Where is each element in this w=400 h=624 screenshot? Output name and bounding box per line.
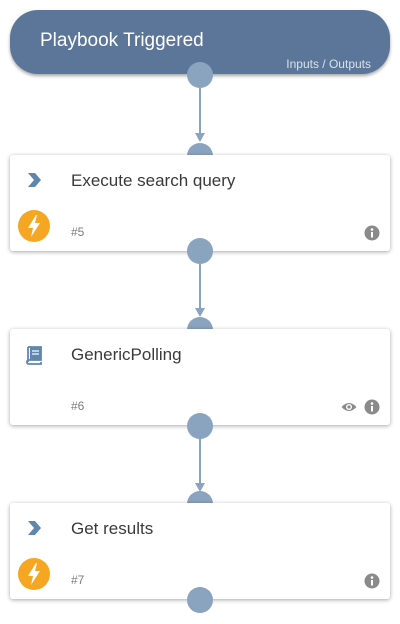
connector-arrow xyxy=(195,483,205,492)
task-number: #7 xyxy=(71,573,85,587)
output-port[interactable] xyxy=(187,238,213,264)
connector-arrow xyxy=(195,308,205,317)
task-card-get-results[interactable]: Get results #7 xyxy=(10,503,390,599)
connector-line xyxy=(199,88,201,136)
connector-arrow xyxy=(195,133,205,142)
inputs-outputs-link[interactable]: Inputs / Outputs xyxy=(286,57,371,71)
task-number: #6 xyxy=(71,399,85,413)
lightning-icon xyxy=(18,210,50,242)
task-name: Get results xyxy=(71,519,154,538)
task-name: Execute search query xyxy=(71,171,236,190)
connector-line xyxy=(199,439,201,486)
output-port[interactable] xyxy=(187,62,213,88)
lightning-icon xyxy=(18,558,50,590)
task-number: #5 xyxy=(71,225,85,239)
output-port[interactable] xyxy=(187,413,213,439)
trigger-title: Playbook Triggered xyxy=(40,30,204,51)
info-icon[interactable] xyxy=(364,225,380,241)
info-icon[interactable] xyxy=(364,573,380,589)
output-port[interactable] xyxy=(187,587,213,613)
task-card-genericpolling[interactable]: GenericPolling #6 xyxy=(10,329,390,425)
task-name: GenericPolling xyxy=(71,345,182,364)
playbook-book-icon xyxy=(26,346,42,365)
task-card-execute-search-query[interactable]: Execute search query #5 xyxy=(10,155,390,251)
chevron-icon xyxy=(28,173,41,187)
info-icon[interactable] xyxy=(364,399,380,415)
connector-line xyxy=(199,264,201,311)
eye-icon[interactable] xyxy=(341,401,357,413)
chevron-icon xyxy=(28,521,41,535)
